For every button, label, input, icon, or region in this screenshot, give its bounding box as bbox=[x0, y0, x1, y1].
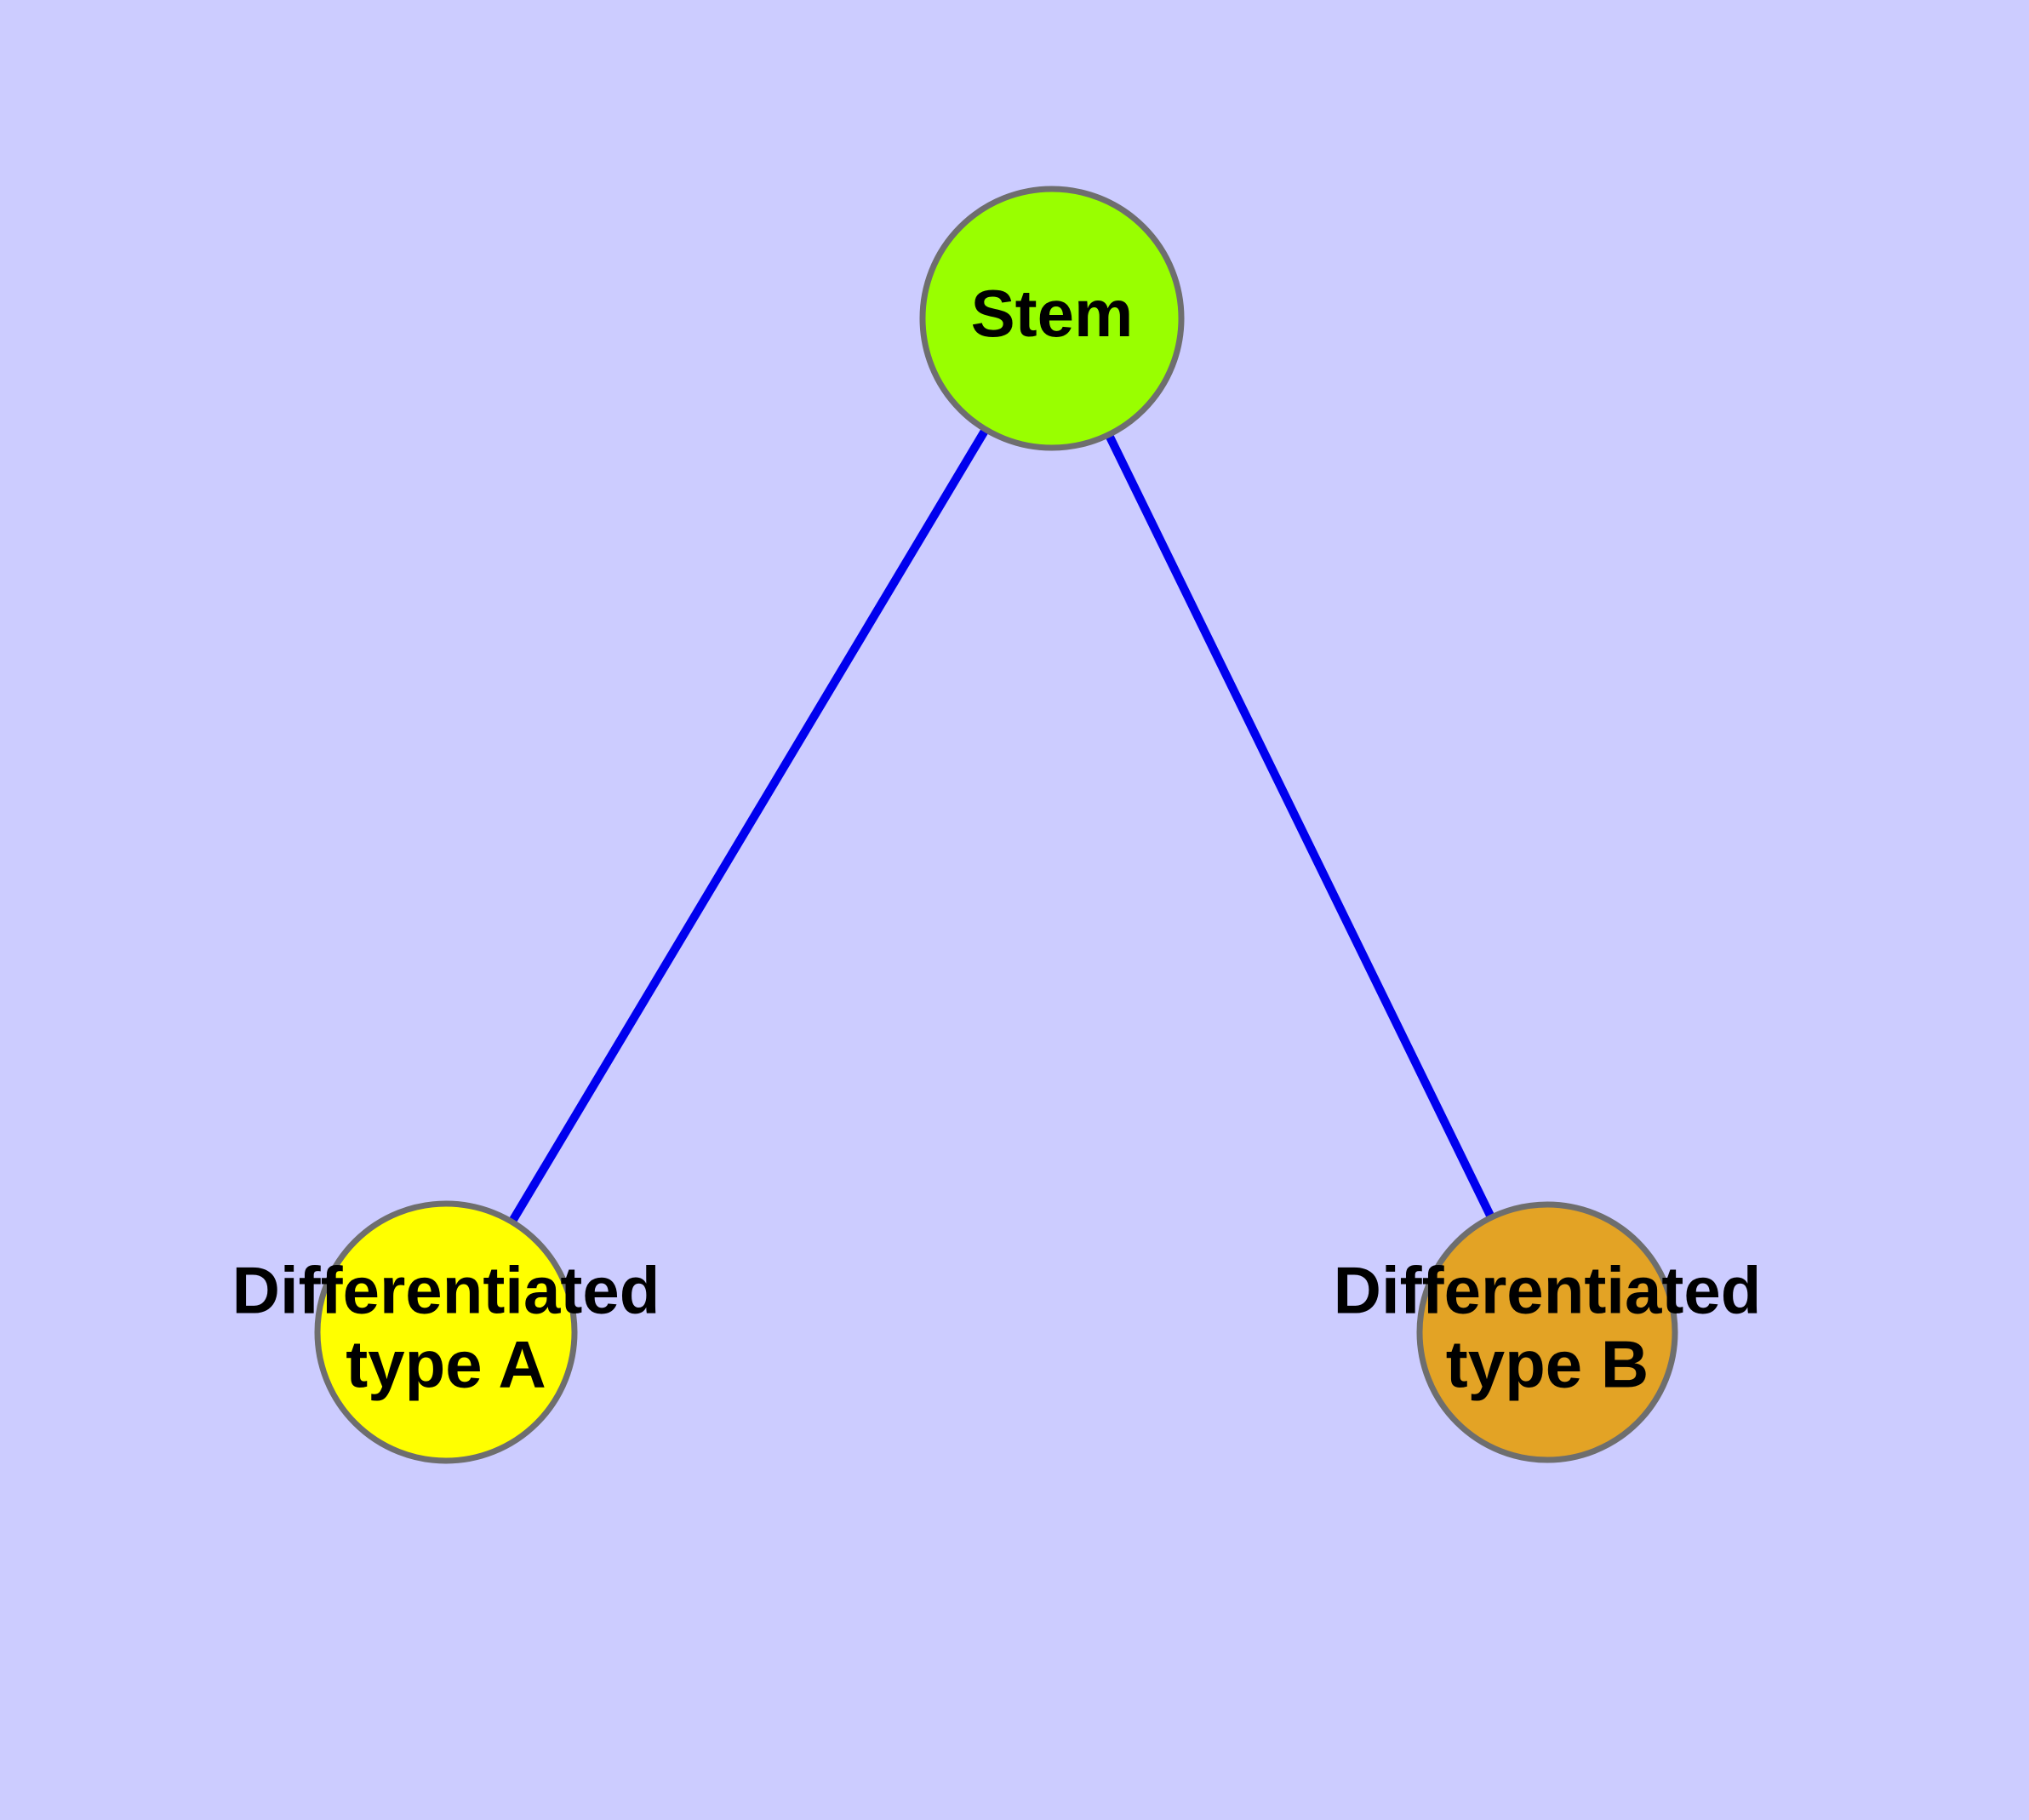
node-stem[interactable] bbox=[919, 186, 1185, 451]
node-label-line: type A bbox=[346, 1326, 546, 1401]
node-diff_b[interactable] bbox=[1416, 1201, 1678, 1463]
nodes-layer bbox=[314, 186, 1678, 1464]
edges-layer bbox=[442, 316, 1552, 1335]
node-label-line: type B bbox=[1446, 1326, 1649, 1401]
node-label-line: Stem bbox=[971, 276, 1134, 351]
node-label-stem: Stem bbox=[971, 276, 1134, 351]
edge-stem-diff-a[interactable] bbox=[442, 316, 1056, 1335]
edge-stem-diff-b[interactable] bbox=[1048, 316, 1552, 1335]
node-diff_a[interactable] bbox=[314, 1200, 578, 1464]
node-label-line: Differentiated bbox=[232, 1252, 660, 1327]
node-label-line: Differentiated bbox=[1334, 1252, 1762, 1327]
